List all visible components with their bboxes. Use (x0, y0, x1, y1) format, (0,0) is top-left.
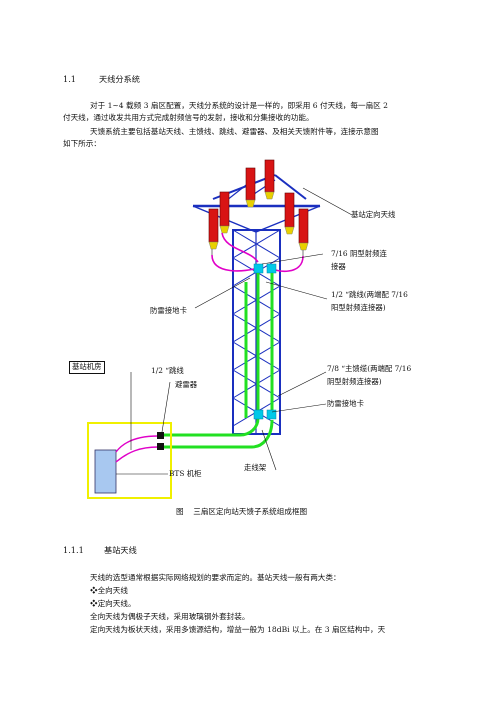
label-bts: BTS 机柜 (169, 469, 202, 478)
label-connector-line1: 7/16 阴型射频连 (331, 249, 387, 258)
upper-ground-clamp-2 (266, 263, 277, 274)
label-feeder-line1: 7/8 “主馈缆(两端配 7/16 (327, 364, 412, 373)
lower-ground-clamp-1 (253, 409, 264, 420)
subsection-number: 1.1.1 (63, 545, 84, 555)
label-room: 基站机房 (69, 361, 105, 374)
label-ground-lower: 防雷接地卡 (327, 399, 364, 408)
label-ground-upper: 防雷接地卡 (150, 306, 187, 315)
label-jumper-short: 1/2 “跳线 (151, 366, 184, 375)
label-connector-line2: 接器 (331, 262, 346, 271)
intro-line-1: 对于 1~4 载频 3 扇区配置，天线分系统的设计是一样的，即采用 6 付天线，… (90, 101, 389, 110)
section-number: 1.1 (63, 74, 77, 84)
label-jumper-line1: 1/2 “跳线(两端配 7/16 (331, 290, 408, 299)
body-line-1: 天线的选型通常根据实际网络规划的要求而定的。基站天线一般有两大类： (90, 573, 341, 582)
bts-cabinet (94, 449, 117, 494)
subsection-title: 基站天线 (104, 545, 137, 555)
figure-caption: 图 三扇区定向站天馈子系统组成框图 (176, 507, 308, 516)
antenna-left (208, 191, 230, 255)
intro-line-2: 付天线，通过收发共用方式完成射频信号的发射，接收和分集接收的功能。 (63, 113, 314, 122)
antenna-right (284, 192, 309, 256)
equipment-room (87, 422, 172, 499)
label-arrester: 避雷器 (175, 380, 198, 389)
upper-ground-clamp-1 (253, 263, 264, 274)
arrester-2 (157, 443, 164, 450)
body-line-2: 全向天线为偶极子天线，采用玻璃钢外套封装。 (90, 612, 250, 621)
antenna-middle (245, 159, 275, 208)
label-jumper-line2: 阳型射频连接器) (331, 303, 386, 312)
arrester-1 (157, 432, 164, 439)
antennas (208, 159, 309, 256)
intro-line-4: 如下所示： (63, 139, 101, 148)
body-bullet-2: ❖定向天线。 (90, 599, 136, 608)
section-title: 天线分系统 (99, 74, 140, 84)
label-feeder-line2: 阴型射频连接器) (327, 377, 382, 386)
intro-line-3: 天馈系统主要包括基站天线、主馈线、跳线、避雷器、及相关天馈附件等，连接示意图 (90, 127, 379, 136)
lower-ground-clamp-2 (266, 409, 277, 420)
leader-lines (116, 187, 353, 475)
body-bullet-1: ❖全向天线 (90, 586, 128, 595)
main-feeders (164, 273, 274, 449)
label-tray: 走线架 (244, 463, 267, 472)
room-jumpers (115, 435, 159, 463)
body-line-3: 定向天线为板状天线，采用多馈源结构，增益一般为 18dBi 以上。在 3 扇区结… (90, 625, 386, 634)
label-antenna: 基站定向天线 (351, 210, 396, 219)
